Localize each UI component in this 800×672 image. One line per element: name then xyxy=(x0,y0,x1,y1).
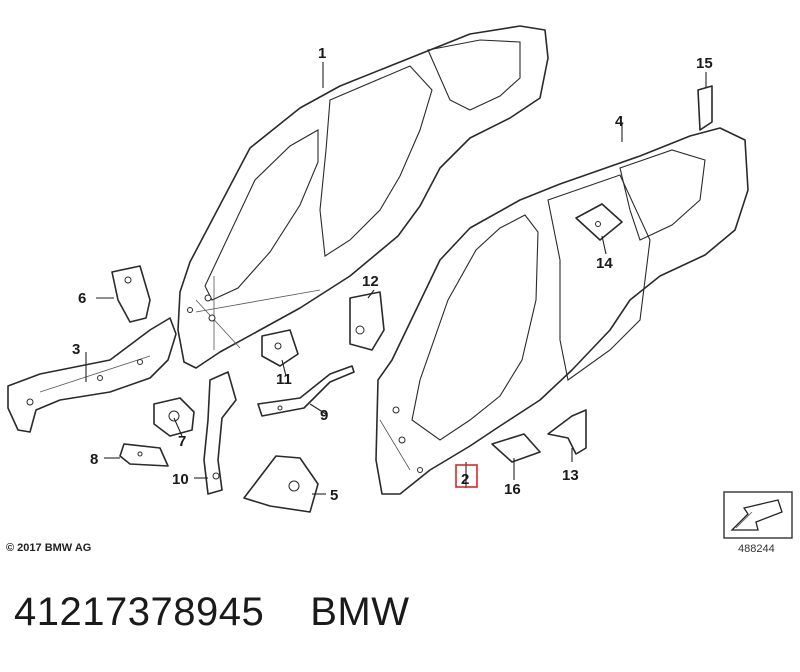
callout-16: 16 xyxy=(504,481,521,498)
callout-8: 8 xyxy=(90,451,98,468)
callout-5: 5 xyxy=(330,487,338,504)
copyright-text: © 2017 BMW AG xyxy=(6,542,92,554)
part-12-bracket xyxy=(349,291,385,351)
callout-9: 9 xyxy=(320,407,328,424)
callout-14: 14 xyxy=(596,255,613,272)
part-10-reinforcement xyxy=(203,371,237,495)
part-14-bracket xyxy=(575,203,623,241)
callout-15: 15 xyxy=(696,55,713,72)
part-13-bracket xyxy=(547,409,587,455)
part-15-strip xyxy=(697,85,713,131)
part-1-side-frame xyxy=(177,25,549,369)
image-number: 488244 xyxy=(738,543,775,555)
part-5-gusset xyxy=(243,455,319,513)
callout-13: 13 xyxy=(562,467,579,484)
callout-3: 3 xyxy=(72,341,80,358)
footer-caption: 41217378945 BMW xyxy=(14,590,409,635)
part-9-bracket xyxy=(257,365,355,417)
callout-2-highlight xyxy=(455,464,478,488)
callout-12: 12 xyxy=(362,273,379,290)
direction-arrow-icon xyxy=(723,491,793,539)
part-number: 41217378945 xyxy=(14,590,265,634)
callout-11: 11 xyxy=(276,371,292,388)
callout-labels: 1 2 3 4 5 6 7 8 9 10 11 12 13 14 15 16 xyxy=(72,45,713,504)
callout-7: 7 xyxy=(178,433,186,450)
callout-10: 10 xyxy=(172,471,189,488)
callout-6: 6 xyxy=(78,290,86,307)
part-8-plate xyxy=(119,443,169,467)
part-6-bracket xyxy=(111,265,151,323)
callout-2: 2 xyxy=(461,471,469,488)
callout-4: 4 xyxy=(615,113,624,130)
part-11-bracket xyxy=(261,329,299,367)
parts-diagram: 1 2 3 4 5 6 7 8 9 10 11 12 13 14 15 16 xyxy=(7,25,793,539)
part-2-inner-frame xyxy=(375,127,749,495)
callout-1: 1 xyxy=(318,45,326,62)
leader-lines xyxy=(85,62,707,495)
part-16-patch xyxy=(491,433,541,463)
brand-name: BMW xyxy=(310,590,410,634)
part-3-member xyxy=(7,317,177,433)
part-7-clip xyxy=(153,397,195,437)
